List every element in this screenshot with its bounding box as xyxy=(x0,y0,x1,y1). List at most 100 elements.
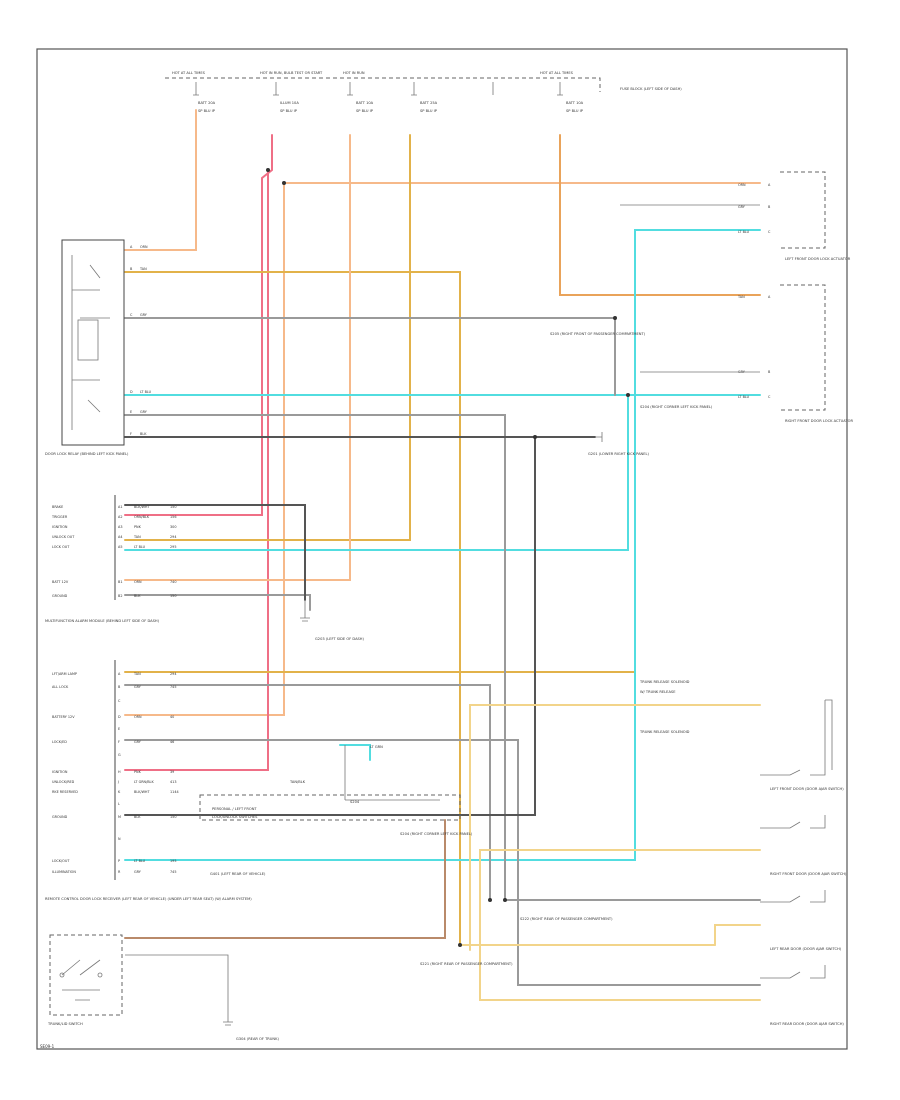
wire-gry-rcdl-b xyxy=(124,684,491,901)
mid-splice-label: S204 xyxy=(350,800,360,804)
lh-conn-pin-a: A xyxy=(768,295,771,299)
relay-pin-a: A xyxy=(130,245,133,249)
rcdl-a-pin: A xyxy=(118,672,121,676)
g203-label: G203 (LEFT SIDE OF DASH) xyxy=(315,637,365,641)
ground-symbol-g201 xyxy=(595,432,603,442)
wire-pnk-ignition-a3 xyxy=(124,134,273,516)
rcdl-k-wire: BLK/WHT xyxy=(134,790,150,794)
door-lock-relay-box xyxy=(61,239,125,446)
mf-ignition-wire: PNK xyxy=(134,525,142,529)
relay-wire-c: GRY xyxy=(140,313,148,317)
fuse-1-bus: HOT AT ALL TIMES xyxy=(172,71,206,75)
door-switches xyxy=(760,699,833,979)
personal-label: PERSONAL / LEFT FRONT xyxy=(212,807,257,811)
door-connector-lh-front: TAN A GRY B LT BLU C xyxy=(640,284,826,411)
wire-pnk-ignition-h xyxy=(124,169,269,771)
rcdl-b-label: ALL LOCK xyxy=(52,685,69,689)
rcdl-p-pin: P xyxy=(118,859,120,863)
mf-ground-label: GROUND xyxy=(52,594,68,598)
wire-gry-relay-e xyxy=(124,414,761,901)
fuse-4: BATT 25A SP BLU IP xyxy=(420,101,438,113)
fuse-4-rating: BATT 25A xyxy=(420,101,438,105)
mf-trigger-pin: A2 xyxy=(118,515,122,519)
s222-label: S222 (RIGHT REAR OF PASSENGER COMPARTMEN… xyxy=(520,917,613,921)
lt-grn-label: LT GRN xyxy=(370,745,383,749)
fuse-5-bus: HOT AT ALL TIMES xyxy=(540,71,574,75)
wire-orn-b1 xyxy=(124,134,351,581)
rcdl-r-label: ILLUMINATION xyxy=(52,870,76,874)
rcdl-d-label: BATTERY 12V xyxy=(52,715,75,719)
mf-brake-code: 150 xyxy=(170,505,176,509)
rcdl-n-pin: N xyxy=(118,837,121,841)
fuse-2: HOT IN RUN, BULB TEST OR START ILLUM 10A… xyxy=(260,71,323,113)
rcdl-f-label: LOCK/ED xyxy=(52,740,67,744)
rcdl-g-pin: G xyxy=(118,753,121,757)
fuse-1: HOT AT ALL TIMES BATT 20A SP BLU IP xyxy=(172,71,216,113)
rcdl-pins: LFT/ARM LAMP A TAN 294 ALL LOCK B GRY 74… xyxy=(52,672,179,874)
rcdl-k-pin: K xyxy=(118,790,121,794)
diagram-frame xyxy=(36,48,848,1050)
wire-cyn-lock-out xyxy=(124,229,761,861)
mf-ignition-code: 300 xyxy=(170,525,176,529)
fuse-3-rating: BATT 10A xyxy=(356,101,374,105)
rcdl-f-code: 46 xyxy=(170,740,174,744)
trunk-release-label: TRUNK RELEASE SOLENOID xyxy=(639,680,690,684)
mf-lock-wire: LT BLU xyxy=(134,545,146,549)
mf-unlock-label: UNLOCK OUT xyxy=(52,535,75,539)
splice-dots xyxy=(266,168,630,947)
mf-trigger-code: 156 xyxy=(170,515,176,519)
rr-door-switch xyxy=(760,965,826,979)
mf-lock-pin: A5 xyxy=(118,545,122,549)
mf-unlock-wire: TAN xyxy=(133,535,141,539)
relay-wire-a: ORN xyxy=(140,245,148,249)
rcdl-p-wire: LT BLU xyxy=(134,859,146,863)
fuse-3-bus: HOT IN RUN xyxy=(343,71,365,75)
trunk-switch-box xyxy=(49,934,123,1016)
fuse-5-note: SP BLU IP xyxy=(566,109,584,113)
relay-pin-d: D xyxy=(130,390,133,394)
rcdl-c-pin: C xyxy=(118,699,121,703)
door-connector-rh-front: ORN A GRY B LT BLU C xyxy=(620,171,826,249)
multifunction-module-label: MULTIFUNCTION ALARM MODULE (BEHIND LEFT … xyxy=(45,619,160,623)
rcdl-a-code: 294 xyxy=(170,672,176,676)
rh-conn-wire-b: GRY xyxy=(738,205,746,209)
fuse-2-note: SP BLU IP xyxy=(280,109,298,113)
rf-door-switch xyxy=(760,815,826,829)
mf-batt-label: BATT 12V xyxy=(52,580,69,584)
wire-gry-rcdl-f xyxy=(124,739,761,986)
mf-ground-pin: B2 xyxy=(118,594,122,598)
mf-brake-pin: A1 xyxy=(118,505,122,509)
fuse-2-rating: ILLUM 10A xyxy=(280,101,299,105)
wire-tan-door-returns xyxy=(479,849,761,1001)
rh-conn-pin-c: C xyxy=(768,230,771,234)
rcdl-a-wire: TAN xyxy=(133,672,141,676)
rcdl-b-pin: B xyxy=(118,685,121,689)
rcdl-m-wire: BLK xyxy=(134,815,141,819)
rcdl-j-pin: J xyxy=(117,780,119,784)
rcdl-k-code: 1144 xyxy=(170,790,179,794)
fuse-3: HOT IN RUN BATT 10A SP BLU IP xyxy=(343,71,374,113)
wire-lock-sw-return xyxy=(344,745,440,801)
s205-label: S205 (RIGHT FRONT OF PASSENGER COMPARTME… xyxy=(550,332,646,336)
left-front-door-label: LEFT FRONT DOOR LOCK ACTUATOR xyxy=(785,257,851,261)
rcdl-h-code: 39 xyxy=(170,770,174,774)
trunk-switch-internals xyxy=(59,959,103,1001)
door-lock-relay-internals xyxy=(71,255,110,430)
wire-blk-rcdl-m xyxy=(124,436,536,816)
fuse-2-bus: HOT IN RUN, BULB TEST OR START xyxy=(260,71,323,75)
relay-pins: A ORN B TAN C GRY D LT BLU E GRY F BLK xyxy=(130,245,152,436)
fuse-block-outline xyxy=(165,77,601,92)
relay-wire-e: GRY xyxy=(140,410,148,414)
lh-front-box xyxy=(780,284,826,411)
mf-trigger-wire: ORN/BLK xyxy=(134,515,150,519)
wire-ora-left-front xyxy=(559,134,761,296)
rcdl-k-label: RKE RESERVED xyxy=(52,790,78,794)
rcdl-p-code: 195 xyxy=(170,859,176,863)
wire-cyn-lock-sw xyxy=(339,744,371,761)
relay-wire-b: TAN xyxy=(139,267,147,271)
rcdl-j-code: 413 xyxy=(170,780,176,784)
lock-unlock-label: LOCK/UNLOCK SWITCHES xyxy=(212,815,258,819)
wire-gry-b2 xyxy=(124,594,311,611)
mf-unlock-code: 294 xyxy=(170,535,176,539)
rh-conn-wire-a: ORN xyxy=(738,183,746,187)
